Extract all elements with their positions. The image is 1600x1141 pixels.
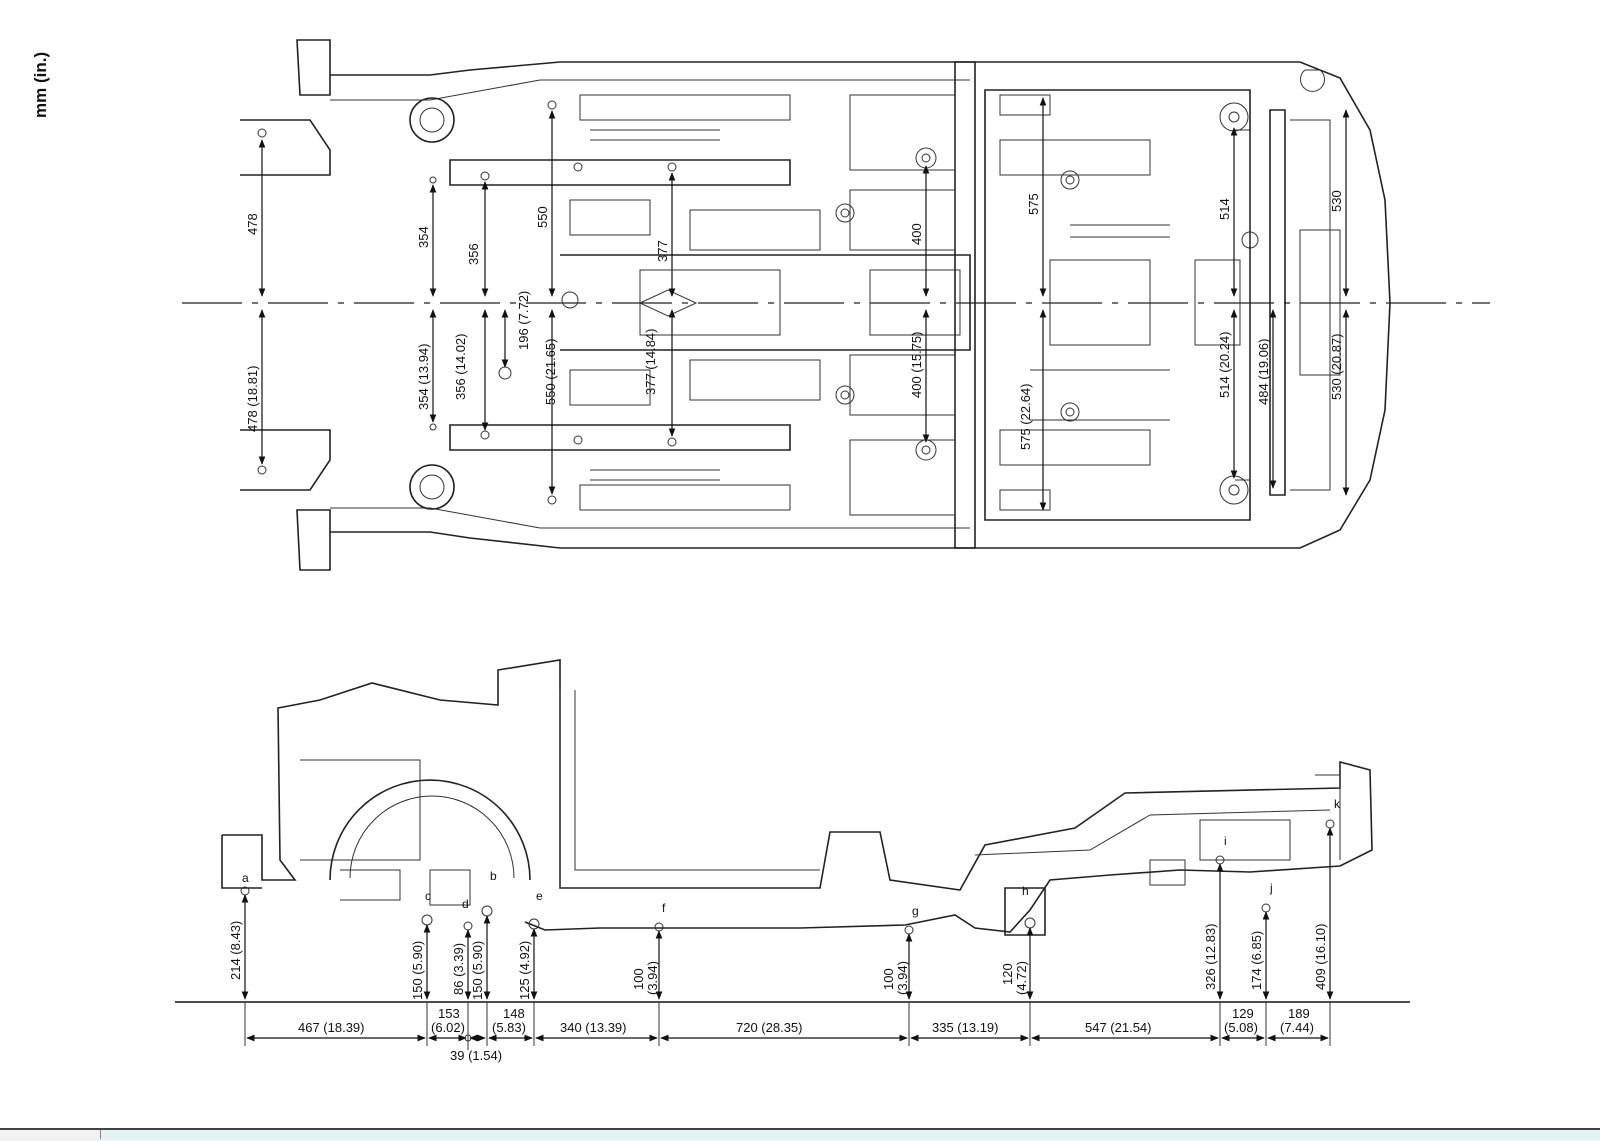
dim-377-upper: 377	[655, 240, 670, 262]
height-e: 125 (4.92)	[517, 941, 532, 1000]
underbody-side-view: a b c d e f g h i j k 214 (8.43) 150 (5.…	[175, 659, 1410, 1063]
dim-478-upper: 478	[245, 213, 260, 235]
height-h-mm: 120	[1000, 963, 1015, 985]
point-label-i: i	[1224, 834, 1227, 848]
bottom-border	[0, 1128, 1600, 1141]
height-a: 214 (8.43)	[228, 921, 243, 980]
height-h-in: (4.72)	[1014, 961, 1029, 995]
length-148-in: (5.83)	[492, 1020, 526, 1035]
point-label-a: a	[242, 871, 249, 885]
length-39: 39 (1.54)	[450, 1048, 502, 1063]
dim-530-upper: 530	[1329, 190, 1344, 212]
dim-377-lower: 377 (14.84)	[643, 329, 658, 396]
dim-530-lower: 530 (20.87)	[1329, 334, 1344, 401]
point-label-h: h	[1022, 884, 1029, 898]
dim-575-upper: 575	[1026, 193, 1041, 215]
height-g-in: (3.94)	[895, 961, 910, 995]
point-label-f: f	[662, 901, 666, 915]
height-f-in: (3.94)	[645, 961, 660, 995]
length-547: 547 (21.54)	[1085, 1020, 1152, 1035]
length-189-in: (7.44)	[1280, 1020, 1314, 1035]
point-label-b: b	[490, 869, 497, 883]
length-148-mm: 148	[503, 1006, 525, 1021]
dim-575-lower: 575 (22.64)	[1018, 384, 1033, 451]
dim-400-lower: 400 (15.75)	[909, 332, 924, 399]
point-label-j: j	[1269, 881, 1273, 895]
units-label: mm (in.)	[31, 52, 50, 118]
length-153-in: (6.02)	[431, 1020, 465, 1035]
dim-484: 484 (19.06)	[1256, 339, 1271, 406]
height-b: 150 (5.90)	[470, 941, 485, 1000]
dim-354-lower: 354 (13.94)	[416, 344, 431, 411]
point-label-e: e	[536, 889, 543, 903]
length-189-mm: 189	[1288, 1006, 1310, 1021]
height-j: 174 (6.85)	[1249, 931, 1264, 990]
dim-514-lower: 514 (20.24)	[1217, 332, 1232, 399]
length-467: 467 (18.39)	[298, 1020, 365, 1035]
height-c: 150 (5.90)	[410, 941, 425, 1000]
dim-400-upper: 400	[909, 223, 924, 245]
length-129-in: (5.08)	[1224, 1020, 1258, 1035]
length-153-mm: 153	[438, 1006, 460, 1021]
height-i: 326 (12.83)	[1203, 924, 1218, 991]
height-g-mm: 100	[881, 968, 896, 990]
dim-550-upper: 550	[535, 206, 550, 228]
point-label-d: d	[462, 897, 469, 911]
height-d: 86 (3.39)	[451, 943, 466, 995]
point-label-c: c	[425, 889, 431, 903]
point-label-k: k	[1334, 797, 1341, 811]
dim-478-lower: 478 (18.81)	[245, 366, 260, 433]
length-129-mm: 129	[1232, 1006, 1254, 1021]
point-label-g: g	[912, 904, 919, 918]
length-720: 720 (28.35)	[736, 1020, 803, 1035]
dim-550-lower: 550 (21.65)	[543, 339, 558, 406]
height-k: 409 (16.10)	[1313, 924, 1328, 991]
dim-514-upper: 514	[1217, 198, 1232, 220]
length-335: 335 (13.19)	[932, 1020, 999, 1035]
bottom-border-segment	[100, 1130, 1600, 1139]
dim-356-upper: 356	[466, 243, 481, 265]
dim-356-lower: 356 (14.02)	[453, 334, 468, 401]
height-f-mm: 100	[631, 968, 646, 990]
length-340: 340 (13.39)	[560, 1020, 627, 1035]
underbody-top-view: 478 478 (18.81) 354 354 (13.94) 356 356 …	[182, 39, 1490, 571]
dim-354-upper: 354	[416, 226, 431, 248]
dim-196: 196 (7.72)	[516, 291, 531, 350]
